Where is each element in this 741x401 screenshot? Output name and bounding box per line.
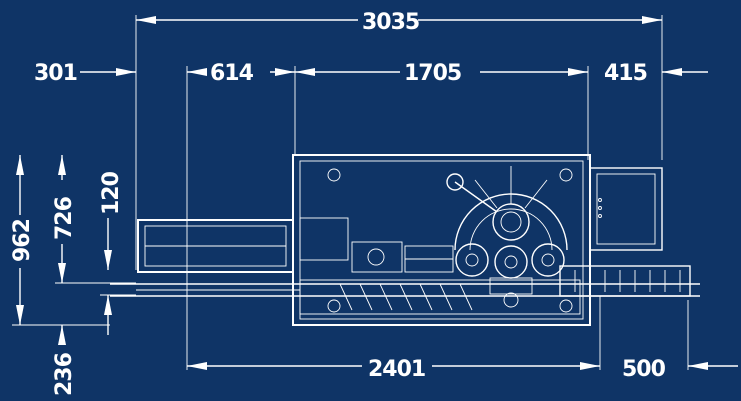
dim-label-3035: 3035: [362, 10, 419, 35]
dim-label-415: 415: [604, 61, 647, 86]
dim-label-614: 614: [210, 61, 254, 86]
drive-unit: [299, 217, 454, 273]
transport-conveyor: [110, 265, 700, 320]
dim-body-height: 726: [52, 155, 136, 284]
dim-machine-body: 1705: [294, 61, 589, 160]
dim-label-2401: 2401: [368, 357, 425, 382]
machine-outline: [292, 154, 591, 326]
rotary-starwheel: [446, 166, 568, 308]
dim-bottom-offset: 236: [52, 325, 77, 396]
dim-label-1705: 1705: [404, 61, 461, 86]
dim-label-962: 962: [10, 219, 35, 262]
dim-left-overhang: 301: [34, 61, 136, 86]
dim-base-length: 2401: [187, 320, 601, 382]
dim-label-500: 500: [622, 357, 666, 382]
dim-discharge: 500: [622, 300, 738, 382]
dim-label-726: 726: [52, 196, 77, 240]
dim-feed-section: 614: [186, 61, 295, 370]
screw-conveyor: [299, 279, 581, 315]
dim-overall-length: 3035: [135, 10, 663, 270]
right-housing: [589, 167, 663, 251]
dim-label-120: 120: [99, 171, 124, 215]
dim-label-301: 301: [34, 61, 77, 86]
dim-right-overhang: 415: [604, 61, 708, 86]
infeed-hopper: [137, 219, 294, 273]
dim-conveyor-height: 120: [99, 171, 136, 335]
dim-label-236: 236: [52, 352, 77, 396]
dim-total-height: 962: [10, 155, 110, 326]
